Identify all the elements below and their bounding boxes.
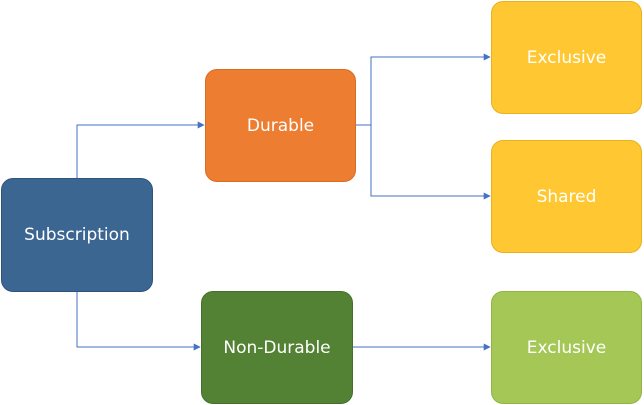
node-non-durable: Non-Durable bbox=[201, 291, 353, 404]
node-subscription: Subscription bbox=[1, 178, 153, 292]
node-durable-exclusive: Exclusive bbox=[491, 1, 642, 114]
connector-subscription-to-durable bbox=[76, 121, 205, 178]
node-shared: Shared bbox=[491, 140, 642, 253]
node-subscription-label: Subscription bbox=[24, 225, 130, 245]
node-durable-label: Durable bbox=[246, 115, 315, 136]
node-durable: Durable bbox=[205, 69, 356, 182]
node-shared-label: Shared bbox=[536, 186, 597, 207]
node-durable-exclusive-label: Exclusive bbox=[526, 47, 607, 68]
node-non-durable-exclusive-label: Exclusive bbox=[526, 337, 607, 358]
connector-durable-to-shared bbox=[356, 124, 491, 200]
connector-durable-to-exclusive bbox=[356, 53, 491, 126]
node-non-durable-label: Non-Durable bbox=[223, 337, 331, 358]
node-non-durable-exclusive: Exclusive bbox=[491, 291, 642, 404]
connector-subscription-to-non-durable bbox=[76, 292, 201, 351]
